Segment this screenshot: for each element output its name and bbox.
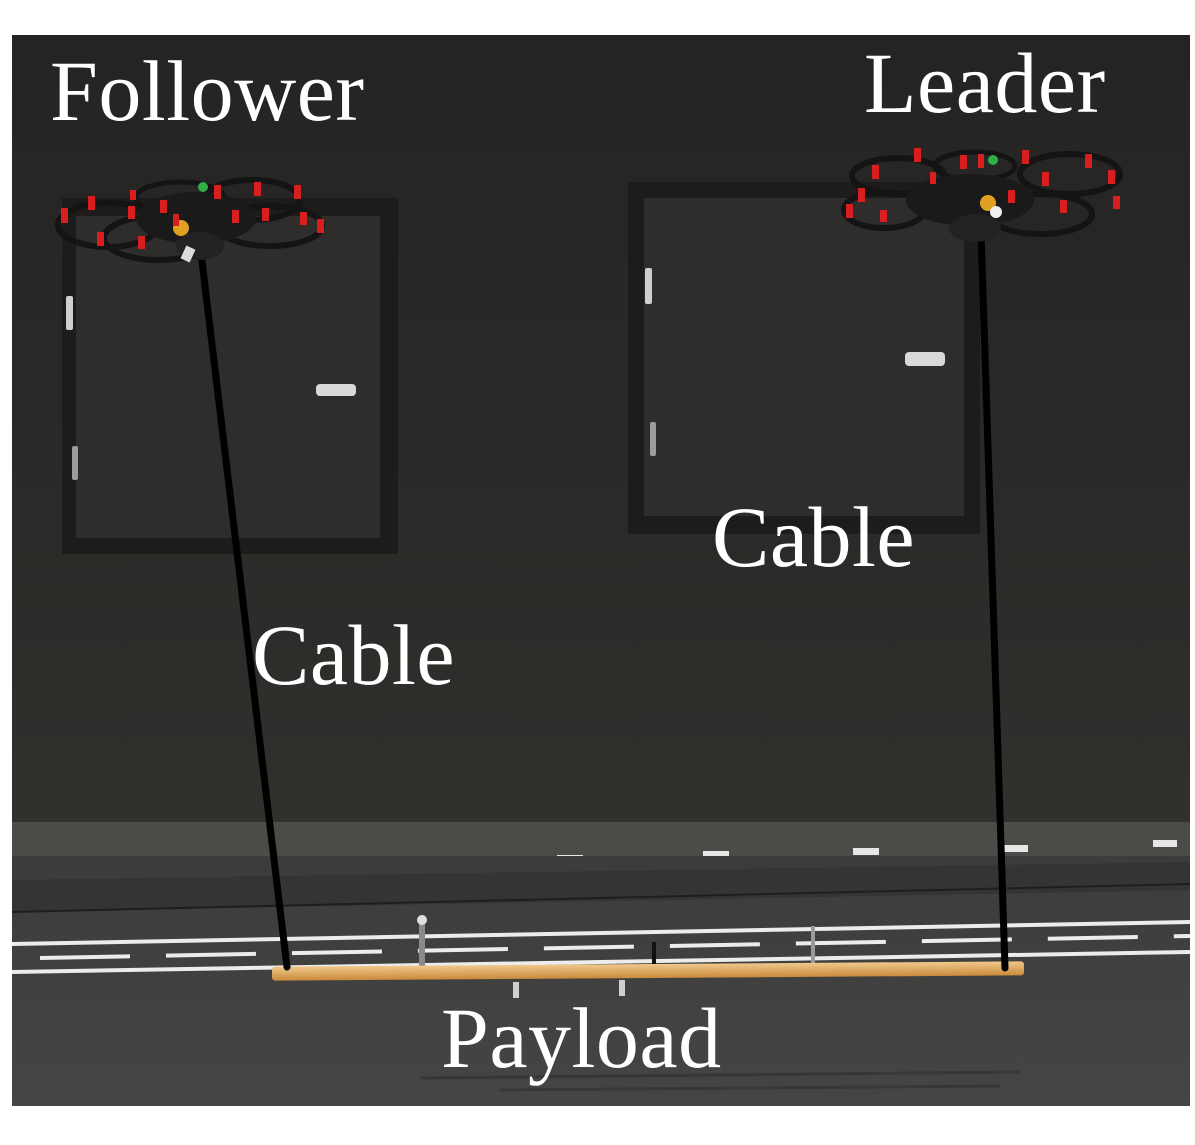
label-cable-left: Cable [252, 607, 456, 703]
label-leader: Leader [864, 35, 1106, 131]
door-right [628, 182, 980, 534]
floor-lane-markings [11, 920, 1191, 974]
payload-bar [271, 961, 1025, 981]
label-follower: Follower [50, 43, 365, 139]
follower-drone [55, 177, 325, 263]
leader-drone [841, 148, 1123, 242]
label-payload: Payload [441, 990, 722, 1086]
label-cable-right: Cable [712, 489, 916, 585]
baseboard [12, 822, 1190, 856]
cable-left [197, 249, 291, 971]
cable-right [977, 228, 1009, 972]
floor-markers [417, 915, 815, 998]
